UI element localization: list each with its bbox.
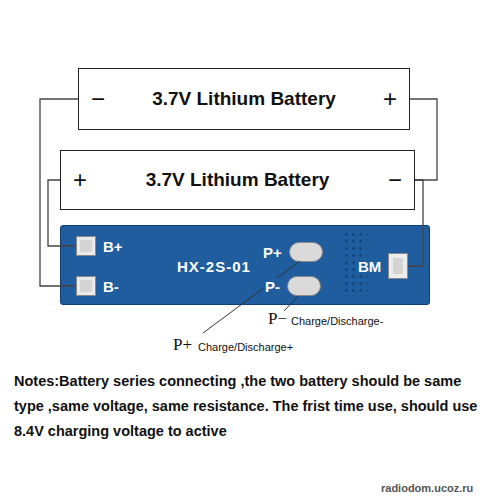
leader-line (284, 296, 298, 311)
pin-description: Charge/Discharge+ (198, 341, 293, 353)
solder-pad: P+ (262, 242, 323, 262)
battery-cell: − 3.7V Lithium Battery + (78, 68, 410, 130)
pin-description: Charge/Discharge- (291, 315, 383, 327)
pad-metal (287, 276, 321, 296)
terminal-sign: + (383, 85, 397, 113)
pad-label: B+ (102, 238, 124, 255)
watermark: radiodom.ucoz.ru (381, 482, 473, 494)
wire (40, 99, 78, 286)
via-array (345, 233, 367, 297)
battery-cell: +3.7V Lithium Battery − (60, 150, 415, 210)
pad-metal (76, 276, 96, 296)
solder-pad: B- (76, 276, 120, 296)
terminal-sign: + (73, 166, 87, 194)
battery-label: 3.7V Lithium Battery (146, 169, 330, 191)
usage-note: Notes:Battery series connecting ,the two… (14, 369, 492, 444)
wire (48, 180, 76, 246)
pcb-board: HX-2S-01 B+ B- P+ P- BM (60, 225, 430, 305)
pin-callout: P− (268, 309, 287, 329)
terminal-sign: − (388, 166, 402, 194)
solder-pad: P- (264, 276, 321, 296)
pad-label: BM (357, 258, 382, 275)
solder-pad: B+ (76, 236, 124, 256)
wire (408, 180, 423, 266)
pad-label: B- (102, 278, 120, 295)
pad-metal (289, 242, 323, 262)
terminal-sign: − (91, 85, 105, 113)
wire-group (40, 99, 437, 286)
pad-metal (76, 236, 96, 256)
wire (410, 99, 437, 180)
pin-callout: P+ (173, 335, 192, 355)
pad-label: P+ (262, 244, 283, 261)
board-model: HX-2S-01 (177, 258, 251, 275)
pad-label: P- (264, 278, 281, 295)
pad-metal (388, 253, 408, 279)
leader-line (203, 261, 300, 333)
battery-label: 3.7V Lithium Battery (152, 88, 336, 110)
